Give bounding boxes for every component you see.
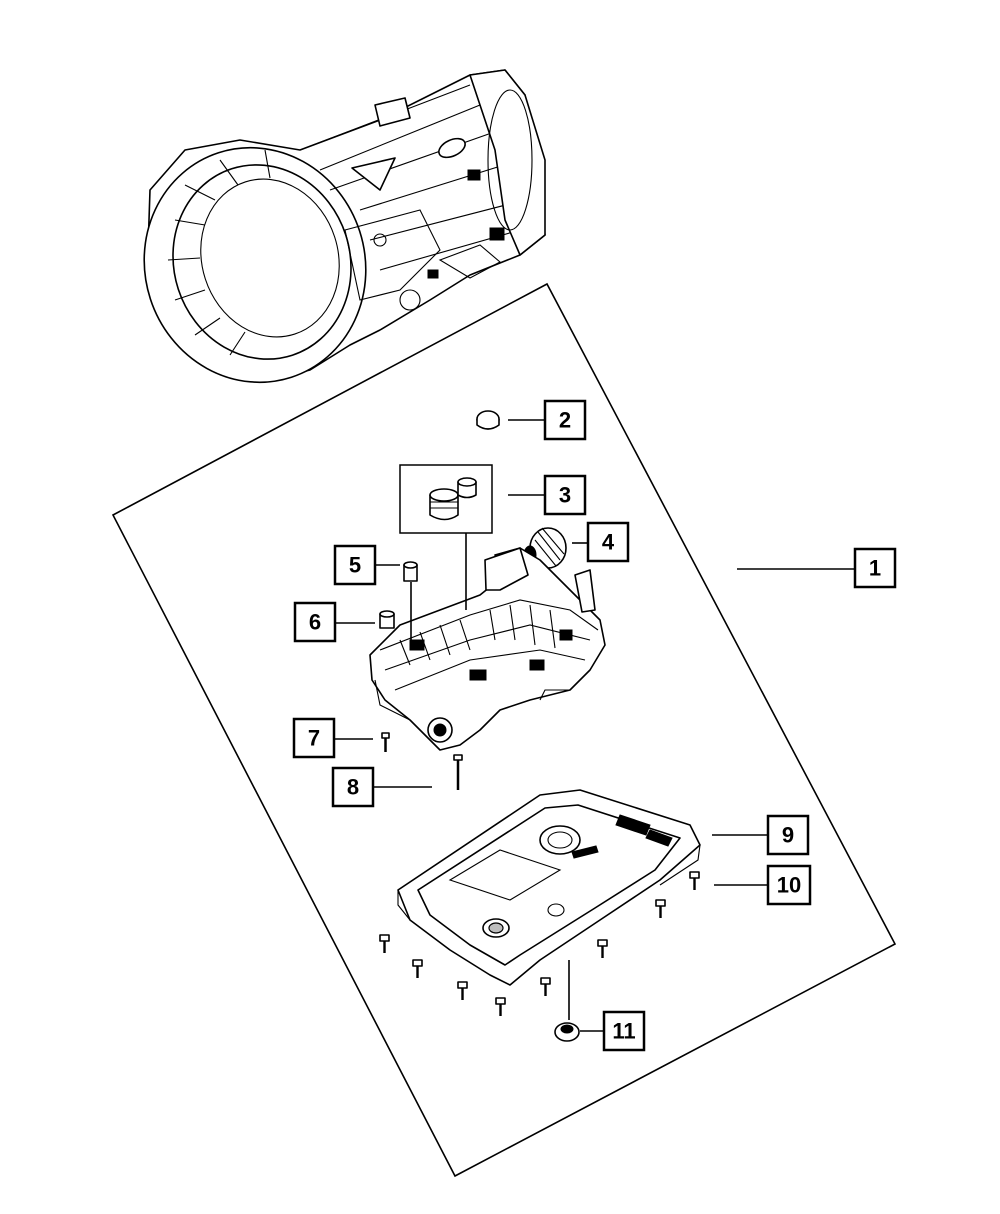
pan-bolt bbox=[457, 981, 468, 1000]
callout-5: 5 bbox=[333, 544, 377, 586]
leader-lines bbox=[334, 419, 855, 1032]
part-7-bolt bbox=[381, 732, 390, 752]
part-5-cylinder bbox=[403, 561, 418, 582]
callout-2: 2 bbox=[543, 399, 587, 441]
callouts: 1 2 3 4 5 6 7 8 bbox=[292, 399, 897, 1052]
callout-7: 7 bbox=[292, 717, 336, 759]
callout-4: 4 bbox=[586, 521, 630, 563]
callout-8-label: 8 bbox=[347, 775, 359, 800]
callout-7-label: 7 bbox=[308, 726, 320, 751]
part-6-cylinder bbox=[379, 610, 395, 629]
valve-body-assembly bbox=[369, 547, 606, 751]
part-11-drain-plug bbox=[554, 1022, 580, 1042]
pan-bolt bbox=[689, 871, 700, 890]
part-8-bolt bbox=[453, 754, 463, 790]
pan-bolt bbox=[412, 959, 423, 978]
pan-bolt bbox=[655, 899, 666, 918]
callout-1-label: 1 bbox=[869, 556, 881, 581]
part-3-sleeves bbox=[399, 464, 493, 534]
part-9-oil-pan bbox=[397, 789, 701, 986]
pan-bolt bbox=[495, 997, 506, 1016]
callout-3-label: 3 bbox=[559, 483, 571, 508]
part-10-pan-bolts bbox=[379, 871, 700, 1016]
pan-bolt bbox=[540, 977, 551, 996]
callout-9: 9 bbox=[766, 814, 810, 856]
callout-10-label: 10 bbox=[777, 873, 801, 898]
callout-11: 11 bbox=[602, 1010, 646, 1052]
callout-3: 3 bbox=[543, 474, 587, 516]
callout-5-label: 5 bbox=[349, 553, 361, 578]
pan-bolt bbox=[379, 934, 390, 953]
callout-1: 1 bbox=[853, 547, 897, 589]
callout-2-label: 2 bbox=[559, 408, 571, 433]
transmission-housing bbox=[143, 69, 546, 384]
callout-6: 6 bbox=[293, 601, 337, 643]
callout-4-label: 4 bbox=[602, 530, 615, 555]
pan-bolt bbox=[597, 939, 608, 958]
callout-6-label: 6 bbox=[309, 610, 321, 635]
assembly-outline-frame bbox=[111, 282, 897, 1178]
callout-9-label: 9 bbox=[782, 823, 794, 848]
callout-8: 8 bbox=[331, 766, 375, 808]
part-2-plug bbox=[476, 410, 500, 430]
callout-11-label: 11 bbox=[612, 1019, 635, 1044]
callout-10: 10 bbox=[766, 864, 812, 906]
